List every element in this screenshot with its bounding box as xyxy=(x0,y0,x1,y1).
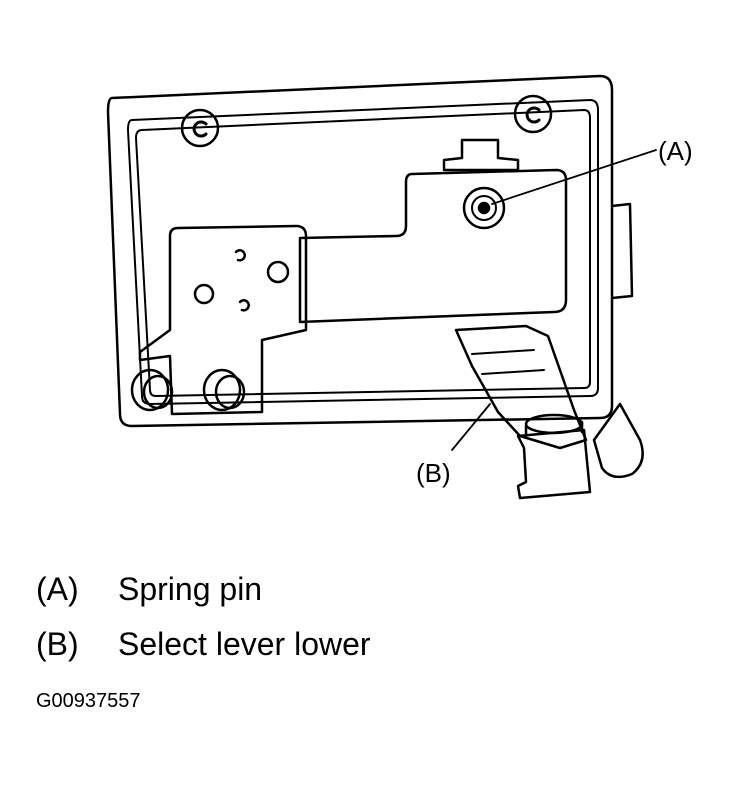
lower-bolt-right xyxy=(202,368,246,412)
legend-key-a: (A) xyxy=(36,571,79,607)
top-boss xyxy=(442,138,520,172)
select-lever-diagram: (A) (B) xyxy=(106,74,693,500)
selector-block xyxy=(298,168,568,324)
callout-b: (B) xyxy=(416,458,451,488)
legend-key-b: (B) xyxy=(36,626,79,662)
mounting-bracket xyxy=(138,224,308,416)
gasket-groove-inner xyxy=(135,109,591,397)
housing-plate xyxy=(106,74,614,428)
control-rod xyxy=(592,402,644,479)
leader-a xyxy=(491,149,657,205)
corner-bolt-left xyxy=(180,108,220,148)
lower-bolt-left xyxy=(130,368,174,412)
corner-bolt-right xyxy=(513,94,553,134)
legend-text-a: Spring pin xyxy=(118,571,263,607)
legend-item-b: (B) Select lever lower xyxy=(36,628,371,660)
legend-item-a: (A) Spring pin xyxy=(36,573,262,605)
cable-end xyxy=(516,428,592,500)
leader-b xyxy=(451,403,491,451)
legend-text-b: Select lever lower xyxy=(118,626,371,662)
spring-pin xyxy=(462,186,506,230)
gasket-groove-outer xyxy=(127,99,599,405)
side-flange xyxy=(610,202,634,300)
select-lever-lower xyxy=(454,324,588,450)
figure-code: G00937557 xyxy=(36,690,141,712)
callout-a: (A) xyxy=(658,136,693,166)
